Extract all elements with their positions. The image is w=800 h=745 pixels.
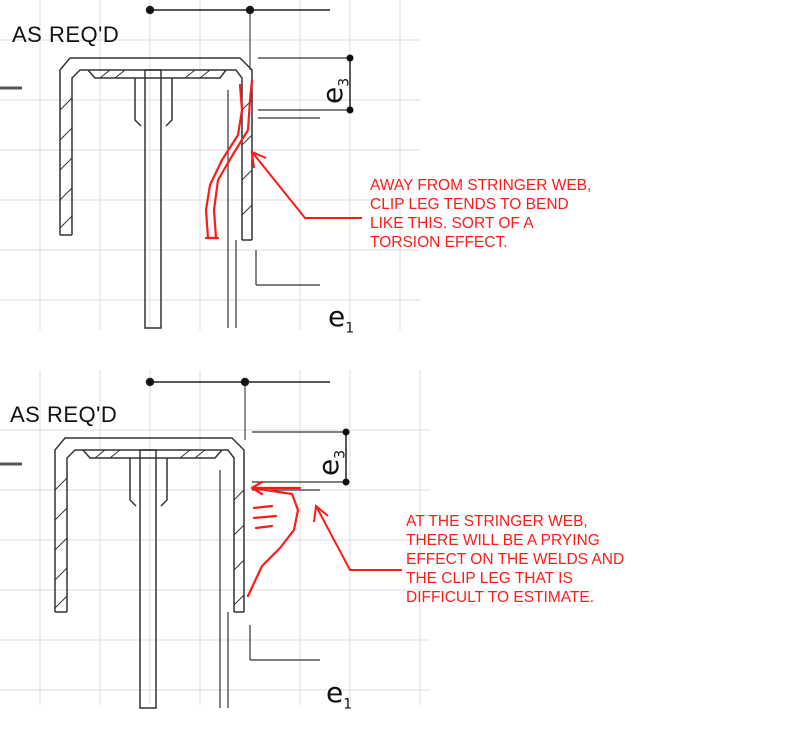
- note-line: AWAY FROM STRINGER WEB,: [370, 177, 592, 194]
- stringer: [87, 69, 227, 329]
- bottom-detail-panel: AS REQ'D e1 e3 AT THE STRINGER WEB, THER…: [0, 370, 800, 715]
- e3-label: e3: [316, 77, 353, 104]
- dim-line-e3: [342, 428, 350, 486]
- note-line: THE CLIP LEG THAT IS: [406, 570, 573, 587]
- note-line: DIFFICULT TO ESTIMATE.: [406, 589, 595, 606]
- top-drawing: [0, 0, 420, 330]
- grid: [0, 0, 420, 330]
- note-line: AT THE STRINGER WEB,: [406, 513, 588, 530]
- dim-line-e2: [145, 377, 330, 440]
- bottom-annotation-note: AT THE STRINGER WEB, THERE WILL BE A PRY…: [406, 512, 624, 607]
- as-required-label: AS REQ'D: [10, 402, 118, 427]
- note-line: THERE WILL BE A PRYING: [406, 532, 600, 549]
- top-detail-panel: AS REQ'D e1 e3 AWAY FROM STRINGER WEB, C…: [0, 0, 800, 340]
- dim-line-e3: [346, 54, 354, 114]
- e1-label: e1: [328, 300, 355, 337]
- top-annotation-note: AWAY FROM STRINGER WEB, CLIP LEG TENDS T…: [370, 176, 591, 252]
- reference-lines: [227, 57, 350, 328]
- bottom-leader-arrow: [313, 504, 402, 571]
- top-leader-arrow: [250, 150, 362, 219]
- e3-label: e3: [312, 449, 349, 476]
- clip-angle: [59, 57, 253, 241]
- stringer: [82, 449, 223, 709]
- prying-sketch: [246, 480, 302, 598]
- note-line: EFFECT ON THE WELDS AND: [406, 551, 625, 568]
- grid: [0, 370, 430, 705]
- dim-line-e2: [145, 5, 330, 70]
- bottom-drawing: [0, 370, 430, 709]
- as-required-label: AS REQ'D: [12, 22, 120, 47]
- note-line: CLIP LEG TENDS TO BEND: [370, 196, 569, 213]
- reference-lines: [219, 431, 348, 708]
- e1-label: e1: [326, 676, 353, 713]
- note-line: LIKE THIS. SORT OF A: [370, 215, 534, 232]
- note-line: TORSION EFFECT.: [370, 234, 508, 251]
- bent-leg-sketch: [204, 78, 254, 240]
